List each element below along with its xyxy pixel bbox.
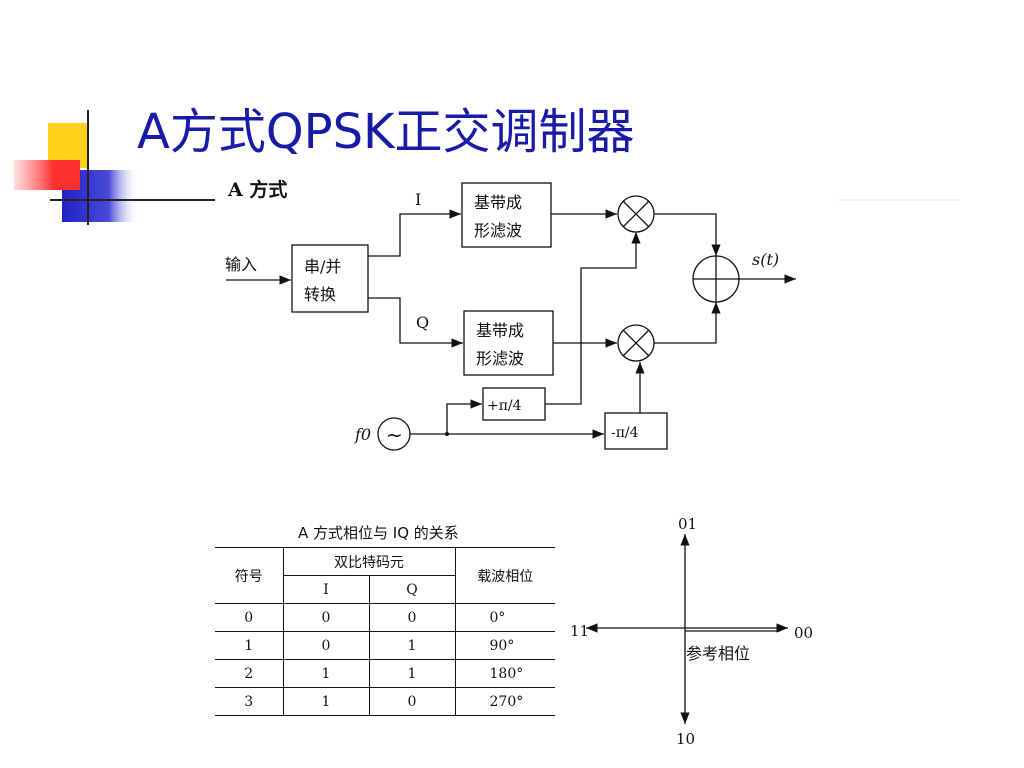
q-filter-block bbox=[463, 310, 554, 376]
sp-block-line2: 转换 bbox=[304, 285, 336, 304]
cell-i: 1 bbox=[283, 659, 370, 688]
cell-symbol: 0 bbox=[215, 603, 284, 632]
phase-iq-table: 符号 双比特码元 载波相位 I Q 0 0 0 0° 1 0 1 90° 2 1… bbox=[215, 547, 555, 716]
plus-to-i-mult-line bbox=[545, 232, 641, 405]
cell-phase: 270° bbox=[489, 693, 524, 710]
i-branch-line bbox=[368, 209, 461, 257]
i-to-adder-line bbox=[654, 213, 721, 256]
cell-q: 0 bbox=[369, 687, 456, 716]
cell-symbol: 2 bbox=[215, 659, 284, 688]
table-row: 1 0 1 90° bbox=[215, 631, 555, 660]
cell-q: 1 bbox=[369, 631, 456, 660]
col-i-header: I bbox=[283, 575, 370, 604]
phase-minus-label: -π/4 bbox=[611, 425, 639, 441]
i-label: I bbox=[415, 190, 421, 209]
cell-phase: 180° bbox=[489, 665, 524, 682]
cell-symbol: 1 bbox=[215, 631, 284, 660]
oscillator bbox=[377, 417, 411, 451]
cell-phase: 90° bbox=[489, 637, 515, 654]
constellation-left: 11 bbox=[570, 622, 589, 640]
constellation-bottom: 10 bbox=[676, 730, 695, 748]
i-filter-line1: 基带成 bbox=[474, 193, 522, 212]
red-square bbox=[14, 160, 80, 190]
col-bits-header: 双比特码元 bbox=[283, 547, 456, 576]
q-label: Q bbox=[416, 313, 429, 332]
i-filter-block bbox=[461, 182, 552, 248]
q-to-adder-line bbox=[654, 302, 721, 344]
input-label: 输入 bbox=[225, 255, 257, 274]
cell-q: 0 bbox=[369, 603, 456, 632]
constellation-top: 01 bbox=[678, 515, 697, 533]
cell-i: 1 bbox=[283, 687, 370, 716]
table-row: 0 0 0 0° bbox=[215, 603, 555, 632]
osc-symbol: ~ bbox=[386, 423, 403, 447]
table-caption: A 方式相位与 IQ 的关系 bbox=[298, 524, 459, 542]
cell-i: 0 bbox=[283, 631, 370, 660]
osc-to-plus-line bbox=[446, 399, 482, 434]
q-multiplier bbox=[617, 324, 655, 362]
q-branch-line bbox=[368, 297, 463, 348]
adder bbox=[692, 255, 740, 303]
constellation-right: 00 bbox=[794, 624, 813, 642]
osc-label: f0 bbox=[354, 425, 371, 444]
cell-q: 1 bbox=[369, 659, 456, 688]
corner-decoration bbox=[14, 110, 140, 225]
col-symbol-header: 符号 bbox=[215, 547, 284, 604]
cell-phase: 0° bbox=[489, 609, 506, 626]
mode-label: A 方式 bbox=[227, 178, 287, 201]
constellation-caption: 参考相位 bbox=[686, 644, 750, 663]
slide-title: A方式QPSK正交调制器 bbox=[137, 104, 635, 160]
title-underline-right bbox=[838, 199, 958, 201]
i-filter-line2: 形滤波 bbox=[474, 221, 522, 240]
output-label: s(t) bbox=[752, 250, 779, 269]
phase-minus-block bbox=[604, 412, 668, 450]
q-filter-line1: 基带成 bbox=[476, 321, 524, 340]
sp-converter-block bbox=[291, 244, 369, 313]
cell-i: 0 bbox=[283, 603, 370, 632]
sp-block-line1: 串/并 bbox=[304, 257, 341, 276]
q-filter-line2: 形滤波 bbox=[476, 349, 524, 368]
cell-symbol: 3 bbox=[215, 687, 284, 716]
table-row: 2 1 1 180° bbox=[215, 659, 555, 688]
title-underline bbox=[50, 199, 215, 201]
col-phase-header: 载波相位 bbox=[455, 547, 555, 604]
table-row: 3 1 0 270° bbox=[215, 687, 555, 716]
i-multiplier bbox=[617, 195, 655, 233]
phase-plus-block bbox=[482, 387, 546, 421]
col-q-header: Q bbox=[369, 575, 456, 604]
phase-plus-label: +π/4 bbox=[487, 398, 522, 414]
